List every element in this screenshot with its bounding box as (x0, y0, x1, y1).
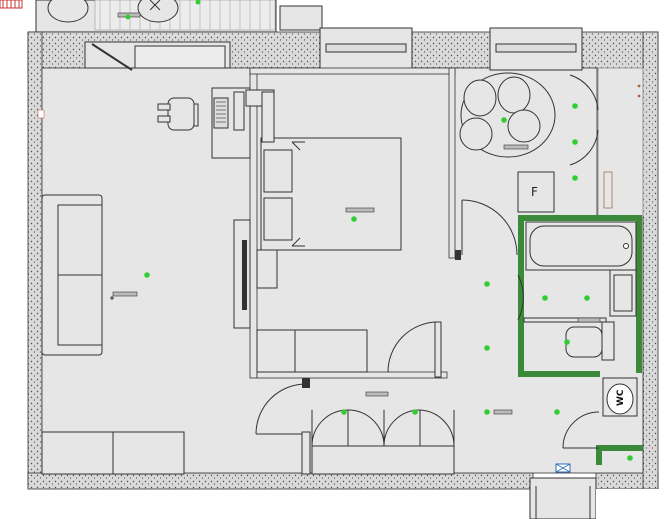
hall-wardrobe (311, 445, 455, 475)
office-chair (157, 97, 199, 131)
fridge (517, 171, 555, 213)
balcony (35, 0, 323, 33)
cabinet (41, 431, 185, 475)
bathroom: WC (517, 215, 643, 465)
windows (84, 27, 583, 71)
hallway (255, 281, 600, 519)
living-room (37, 87, 275, 475)
bedroom (256, 91, 442, 378)
kitchen: F (455, 67, 644, 260)
toilet (565, 326, 603, 358)
wardrobe (256, 329, 368, 373)
hatch-marker (0, 0, 23, 9)
wc-label: WC (616, 389, 626, 406)
entrance-door (529, 477, 597, 519)
fridge-label: F (531, 185, 538, 199)
